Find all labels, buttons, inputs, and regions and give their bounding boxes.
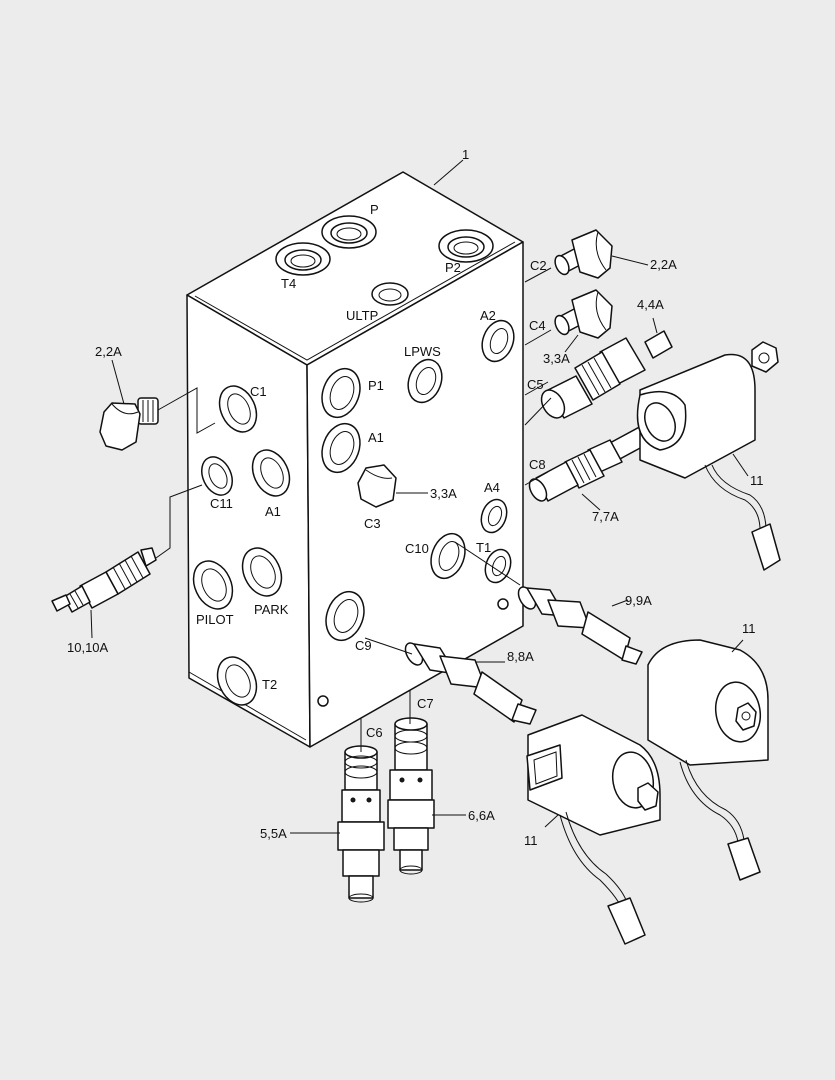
cartridge-10-10A [51, 547, 157, 613]
label-A2: A2 [480, 308, 496, 323]
label-P1: P1 [368, 378, 384, 393]
port-C11 [201, 456, 233, 496]
label-8-8A: 8,8A [507, 649, 534, 664]
label-T1: T1 [476, 540, 491, 555]
label-A4: A4 [484, 480, 500, 495]
label-2-2A-left: 2,2A [95, 344, 122, 359]
port-PARK [241, 547, 283, 597]
mounting-hole [497, 598, 509, 610]
label-ULTP: ULTP [346, 308, 378, 323]
port-T2 [216, 656, 258, 706]
port-A1-front [321, 422, 361, 474]
label-4-4A: 4,4A [637, 297, 664, 312]
label-C4: C4 [529, 318, 546, 333]
solenoid-coil-11-top [636, 341, 781, 571]
label-C1: C1 [250, 384, 267, 399]
solenoid-coil-11-mid [647, 639, 769, 881]
label-11-mid: 11 [742, 621, 756, 636]
plug-2-2A-left [99, 397, 159, 451]
label-PARK: PARK [254, 602, 289, 617]
label-2-2A-right: 2,2A [650, 257, 677, 272]
label-item-1: 1 [462, 147, 469, 162]
cartridge-5-5A [337, 745, 385, 903]
label-LPWS: LPWS [404, 344, 441, 359]
label-A1-side: A1 [265, 504, 281, 519]
plug-2-2A-right [554, 229, 613, 279]
label-11-top: 11 [750, 473, 764, 488]
label-9-9A: 9,9A [625, 593, 652, 608]
port-ULTP-top [371, 282, 409, 306]
cartridge-4-4A [540, 330, 673, 419]
cartridge-7-7A [528, 423, 656, 502]
label-P2: P2 [445, 260, 461, 275]
plug-3-3A-C3 [357, 464, 397, 508]
label-C2: C2 [530, 258, 547, 273]
port-C1 [218, 385, 258, 433]
label-C11: C11 [210, 496, 233, 511]
label-C9: C9 [355, 638, 372, 653]
label-T4: T4 [281, 276, 296, 291]
cartridge-8-8A [404, 642, 537, 725]
label-C8: C8 [529, 457, 546, 472]
port-T4-top [275, 242, 331, 276]
label-C5: C5 [527, 377, 544, 392]
label-11-bottom: 11 [524, 833, 538, 848]
label-T2: T2 [262, 677, 277, 692]
port-LPWS [407, 358, 443, 404]
label-10-10A: 10,10A [67, 640, 109, 655]
label-P: P [370, 202, 379, 217]
valve-block [186, 171, 524, 748]
label-C3: C3 [364, 516, 381, 531]
label-C6: C6 [366, 725, 383, 740]
port-A2 [481, 319, 515, 363]
solenoid-coil-11-bottom [526, 714, 661, 945]
label-7-7A: 7,7A [592, 509, 619, 524]
callout-labels: 1 P T4 P2 ULTP C2 2,2A A2 C4 4,4A 3,3A C… [67, 147, 764, 848]
label-6-6A: 6,6A [468, 808, 495, 823]
port-C10 [430, 532, 466, 580]
label-C10: C10 [405, 541, 429, 556]
label-3-3A-top: 3,3A [543, 351, 570, 366]
port-A1-side [251, 449, 291, 497]
label-PILOT: PILOT [196, 612, 234, 627]
port-P1 [321, 367, 361, 419]
port-P-top [321, 215, 377, 249]
leader-lines [90, 159, 749, 834]
mounting-hole [317, 695, 329, 707]
port-P2-top [438, 229, 494, 263]
label-5-5A: 5,5A [260, 826, 287, 841]
plug-3-3A-right [554, 289, 613, 339]
label-A1-front: A1 [368, 430, 384, 445]
cartridge-9-9A [517, 586, 643, 665]
label-C7: C7 [417, 696, 434, 711]
port-PILOT [192, 560, 234, 610]
label-3-3A-mid: 3,3A [430, 486, 457, 501]
cartridge-6-6A [387, 717, 435, 875]
port-C9 [325, 590, 365, 642]
port-A4 [480, 498, 508, 534]
